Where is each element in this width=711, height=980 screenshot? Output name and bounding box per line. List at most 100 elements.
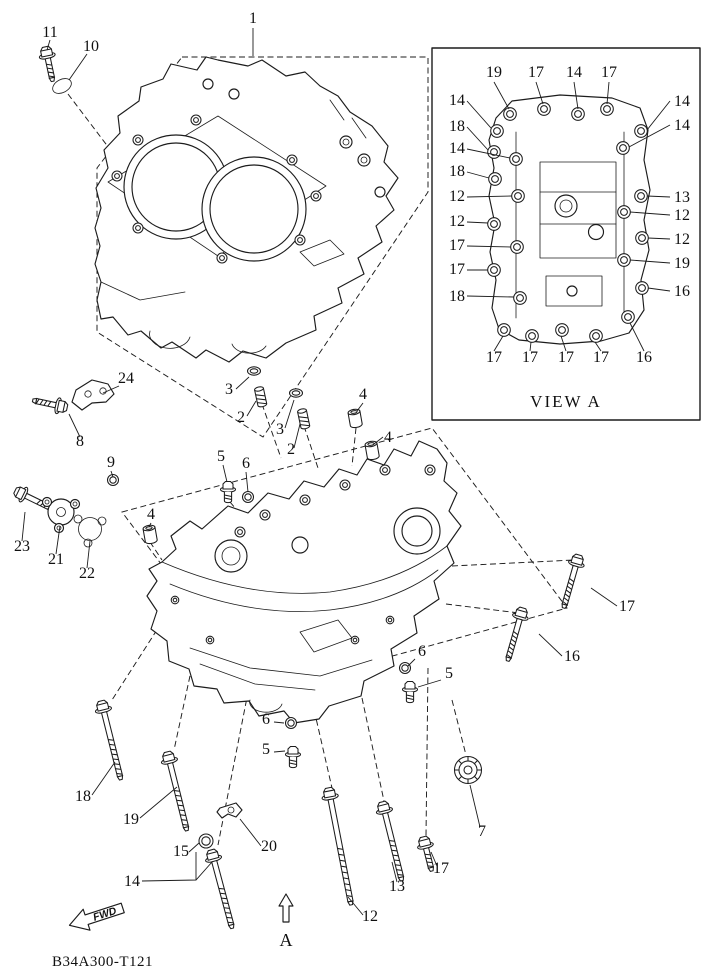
view-a-callouts: 19 17 14 17 14 18 14 18 12 12 17 17 18 1… [449,64,690,366]
upper-crankcase-half [94,56,399,363]
viewa-callout-left-3: 18 [449,163,465,180]
bolt-hole-icon [487,263,501,277]
bolt-hole-icon [635,231,649,245]
gasket-loop-icon [52,78,72,94]
bolt-hole-icon [488,172,502,186]
callout-4b: 4 [384,429,392,446]
viewa-callout-bottom-0: 17 [486,349,502,366]
bolt-hole-icon [635,281,649,295]
flange-bolt-icon [202,847,241,931]
callout-3b: 3 [276,421,284,438]
bolt-hole-icon [487,217,501,231]
viewa-callout-left-1: 18 [449,118,465,135]
view-a-border [431,47,701,421]
callout-9: 9 [107,454,115,471]
deck-bolt-hole [310,190,322,202]
bolt-hole-icon [509,152,523,166]
section-a-label: A [280,930,293,950]
callout-17b: 17 [433,860,449,877]
lower-crankcase-half [146,440,462,724]
o-ring-icon [241,490,255,504]
callout-14: 14 [124,873,140,890]
case-bolt-hole [424,464,436,476]
bolt-hole-icon [513,291,527,305]
plug-bolt-icon [401,680,419,704]
callout-2b: 2 [287,441,295,458]
fwd-label: FWD [92,905,119,924]
deck-bolt-hole [286,154,298,166]
callout-1: 1 [249,10,257,27]
flange-bolt-icon [92,698,130,783]
callout-7: 7 [478,823,486,840]
view-a-inset: 19 17 14 17 14 18 14 18 12 12 17 17 18 1… [431,47,701,421]
viewa-callout-left-6: 17 [449,237,465,254]
deck-bolt-hole [132,222,144,234]
callout-19: 19 [123,811,139,828]
section-a-arrow-icon [278,893,294,923]
callout-labels: 11 10 1 24 8 9 23 21 22 3 2 3 2 4 4 5 6 … [14,10,635,925]
viewa-callout-right-2: 13 [674,189,690,206]
drawing-code: B34A300-T121 [52,954,153,970]
lower-crankcase-outline [146,440,462,724]
view-a-leader-lines [466,81,671,352]
bolt-hole-icon [589,329,603,343]
callout-15: 15 [173,843,189,860]
bolt-hole-icon [490,124,504,138]
callout-2a: 2 [237,409,245,426]
viewa-callout-left-8: 18 [449,288,465,305]
callout-6c: 6 [262,711,270,728]
bolt-hole-icon [537,102,551,116]
viewa-callout-right-6: 16 [674,283,690,300]
viewa-callout-top-2: 14 [566,64,582,81]
bolt-hole-icon [497,323,511,337]
callout-leader-lines [21,28,618,916]
projection-dashed-lines [67,93,575,846]
callout-17a: 17 [619,598,635,615]
viewa-callout-top-1: 17 [528,64,544,81]
callout-5b: 5 [445,665,453,682]
plug-bolt-icon [284,745,302,769]
view-a-label: VIEW A [530,392,602,411]
o-ring-icon [198,833,214,849]
case-bolt-hole [339,479,351,491]
callout-21: 21 [48,551,64,568]
flange-bolt-icon [319,785,360,907]
callout-23: 23 [14,538,30,555]
fwd-arrow-outline [68,902,125,931]
viewa-callout-bottom-3: 17 [593,349,609,366]
callout-10: 10 [83,38,99,55]
case-bolt-hole [379,464,391,476]
flange-bolt-icon [158,749,196,834]
viewa-callout-left-0: 14 [449,92,465,109]
callout-6a: 6 [242,455,250,472]
collar-icon [142,523,159,545]
deck-bolt-hole [111,170,123,182]
bolt-hole-icon [487,145,501,159]
case-bolt-hole [299,494,311,506]
bracket-icon [71,379,115,411]
bolt-hole-icon [617,205,631,219]
viewa-callout-left-4: 12 [449,188,465,205]
bolt-hole-icon [621,310,635,324]
bolt-hole-icon [616,141,630,155]
deck-bolt-hole [190,114,202,126]
cover-icon [41,496,81,534]
plug-bolt-icon [219,480,237,504]
callout-22: 22 [79,565,95,582]
view-a-crankcase-top-view [488,94,651,345]
viewa-callout-left-2: 14 [449,140,465,157]
flange-bolt-icon [373,799,411,884]
case-bolt-hole [234,526,246,538]
viewa-callout-top-0: 19 [486,64,502,81]
callout-18: 18 [75,788,91,805]
section-a-marker: A [278,893,294,950]
callout-5a: 5 [217,448,225,465]
bearing-retainer-icon [453,755,483,785]
viewa-callout-right-5: 19 [674,255,690,272]
stud-bolt-icon [30,391,70,417]
viewa-callout-bottom-1: 17 [522,349,538,366]
case-bolt-hole [170,595,180,605]
flange-bolt-icon [499,605,532,664]
callout-13: 13 [389,878,405,895]
